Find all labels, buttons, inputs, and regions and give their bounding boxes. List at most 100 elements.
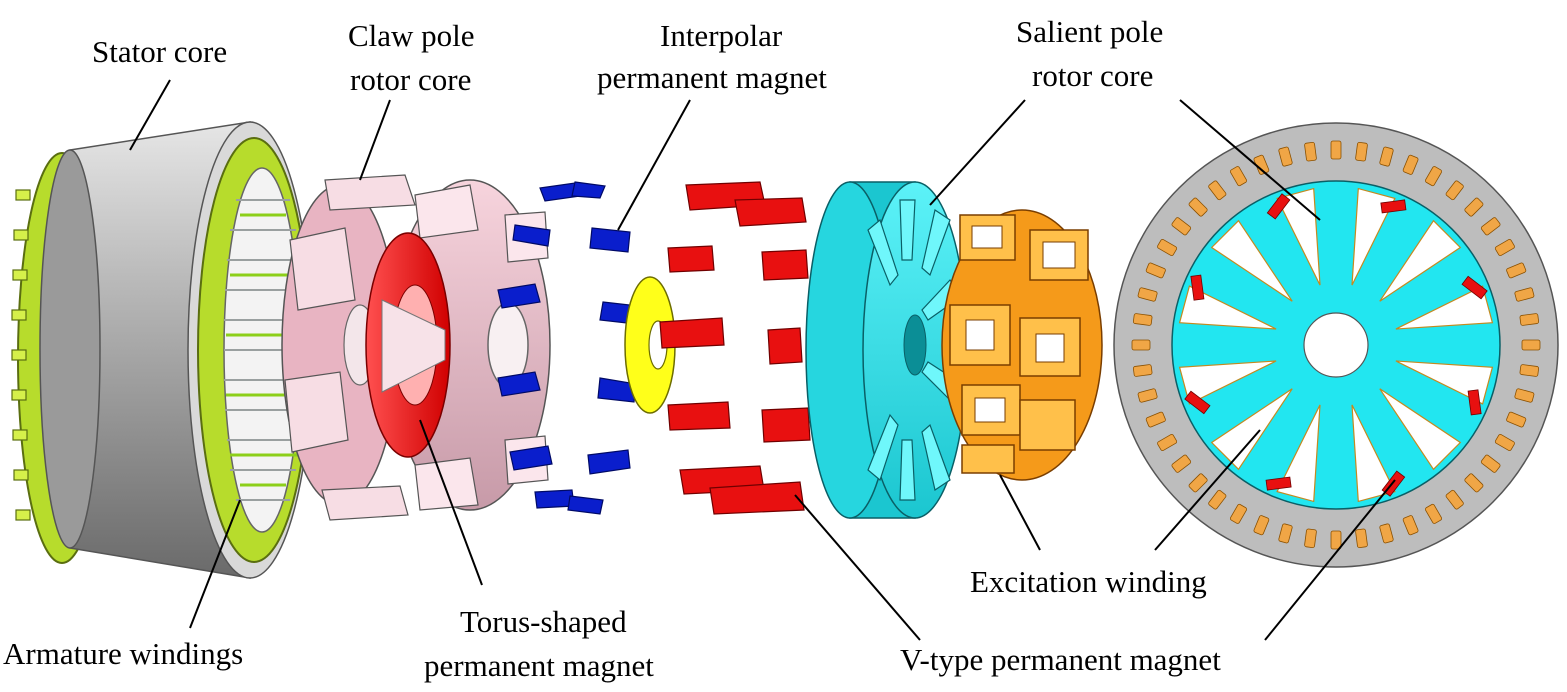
v-type-magnet bbox=[667, 401, 731, 431]
label-v-type-pm: V-type permanent magnet bbox=[900, 642, 1221, 677]
stator-slot bbox=[1480, 217, 1501, 236]
leader-claw-pole bbox=[359, 99, 391, 181]
stator-slot bbox=[1278, 146, 1293, 167]
label-interpolar-line2: permanent magnet bbox=[597, 60, 827, 95]
stator-slot bbox=[1230, 503, 1247, 524]
rotor-gap bbox=[1276, 187, 1321, 286]
claw-pole-rotor-core bbox=[281, 174, 551, 521]
stator-slot bbox=[1137, 388, 1158, 403]
stator-slot bbox=[1137, 287, 1158, 302]
v-type-magnet bbox=[667, 245, 715, 273]
stator-slot bbox=[1494, 434, 1515, 451]
stator-slot bbox=[1171, 454, 1192, 473]
interpolar-magnet bbox=[512, 224, 551, 247]
v-type-magnet bbox=[659, 317, 725, 349]
salient-pole-rotor-core bbox=[805, 181, 968, 519]
label-torus-line1: Torus-shaped bbox=[460, 604, 627, 639]
leader-lines bbox=[129, 79, 1396, 641]
stator-slot bbox=[1355, 141, 1368, 162]
stator-slot bbox=[1464, 197, 1484, 217]
stator-slot bbox=[1402, 515, 1419, 536]
rotor-gap bbox=[1178, 360, 1277, 405]
stator-assembly bbox=[11, 121, 313, 579]
torus-cone bbox=[381, 299, 446, 393]
cross-section-shaft-hole bbox=[1303, 312, 1369, 378]
v-type-magnet bbox=[761, 249, 809, 281]
v-type-magnet bbox=[1184, 390, 1211, 415]
rotor-gap bbox=[1210, 388, 1293, 471]
stator-slot bbox=[1157, 434, 1178, 451]
stator-slot bbox=[1425, 503, 1442, 524]
label-claw-pole-line2: rotor core bbox=[350, 62, 471, 97]
cross-section-rotor-gaps bbox=[1178, 187, 1494, 503]
rotor-gap bbox=[1395, 285, 1494, 330]
stator-slot bbox=[1304, 528, 1317, 549]
rotor-gap bbox=[1379, 219, 1462, 302]
interpolar-magnet bbox=[509, 445, 553, 471]
v-type-permanent-magnets-exploded bbox=[659, 181, 811, 515]
stator-slot bbox=[1464, 473, 1484, 493]
stator-slot bbox=[1480, 454, 1501, 473]
stator-slot bbox=[1208, 180, 1227, 201]
stator-slot bbox=[1188, 197, 1208, 217]
leader-salient-cross bbox=[1179, 99, 1321, 221]
excitation-winding bbox=[941, 209, 1103, 481]
v-type-magnet bbox=[1190, 274, 1205, 301]
stator-slot bbox=[1519, 364, 1540, 377]
excitation-coils bbox=[949, 214, 1089, 474]
stator-slot bbox=[1253, 515, 1270, 536]
leader-salient-pole bbox=[929, 99, 1026, 206]
stator-slot bbox=[1425, 166, 1442, 187]
label-claw-pole-line1: Claw pole bbox=[348, 18, 475, 53]
rotor-gap bbox=[1210, 219, 1293, 302]
stator-slot bbox=[1402, 154, 1419, 175]
leader-vtype-right bbox=[1264, 479, 1396, 641]
rotor-gap bbox=[1351, 404, 1396, 503]
label-torus-line2: permanent magnet bbox=[424, 648, 654, 683]
stator-slot bbox=[1330, 530, 1342, 550]
interpolar-magnet bbox=[497, 283, 541, 309]
stator-slot bbox=[1304, 141, 1317, 162]
motor-cross-section bbox=[1113, 122, 1559, 568]
excitation-coil-holes bbox=[965, 225, 1076, 423]
v-type-magnet bbox=[761, 407, 811, 443]
interpolar-magnet bbox=[589, 227, 631, 253]
v-type-magnet bbox=[709, 481, 805, 515]
v-type-magnet bbox=[1265, 476, 1292, 491]
stator-slot bbox=[1521, 339, 1541, 351]
stator-slot bbox=[1230, 166, 1247, 187]
stator-slot bbox=[1157, 239, 1178, 256]
stator-slot bbox=[1494, 239, 1515, 256]
armature-winding-teeth-back bbox=[11, 189, 31, 521]
label-armature-windings: Armature windings bbox=[3, 636, 243, 671]
v-type-magnet bbox=[1461, 275, 1488, 300]
label-excitation-winding: Excitation winding bbox=[970, 564, 1207, 599]
stator-slot bbox=[1514, 388, 1535, 403]
cross-section-stator-slots bbox=[1131, 140, 1541, 550]
stator-slot bbox=[1506, 262, 1527, 279]
leader-stator-core bbox=[129, 79, 171, 151]
v-type-magnet bbox=[767, 327, 803, 365]
stator-slot bbox=[1355, 528, 1368, 549]
stator-slot bbox=[1145, 262, 1166, 279]
stator-slot bbox=[1445, 180, 1464, 201]
stator-slot bbox=[1514, 287, 1535, 302]
interpolar-magnet bbox=[597, 377, 637, 403]
stator-slot bbox=[1132, 364, 1153, 377]
stator-core-back-edge bbox=[39, 149, 101, 549]
stator-slot bbox=[1145, 411, 1166, 428]
stator-slot bbox=[1379, 523, 1394, 544]
interpolar-magnet bbox=[587, 449, 631, 475]
stator-slot bbox=[1208, 489, 1227, 510]
leader-vtype-left bbox=[794, 494, 921, 641]
stator-slot bbox=[1506, 411, 1527, 428]
stator-slot bbox=[1519, 313, 1540, 326]
stator-slot bbox=[1131, 339, 1151, 351]
label-salient-line1: Salient pole bbox=[1016, 14, 1163, 49]
stator-slot bbox=[1445, 489, 1464, 510]
stator-slot bbox=[1171, 217, 1192, 236]
leader-torus bbox=[419, 419, 483, 586]
label-interpolar-line1: Interpolar bbox=[660, 18, 783, 53]
label-salient-line2: rotor core bbox=[1032, 58, 1153, 93]
